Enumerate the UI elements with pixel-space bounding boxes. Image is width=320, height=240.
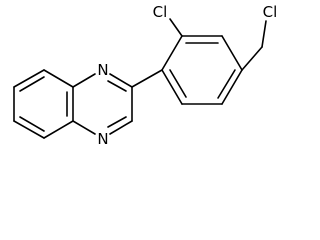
nitrogen-label-lower: N [97,130,108,148]
pyrazine-ring [72,73,133,135]
c-cl-bond-para [241,46,263,71]
dichlorophenyl-ring [161,35,243,105]
double-bond-inner [169,69,187,98]
bond [161,35,183,71]
bond [72,120,96,135]
bond [13,69,45,88]
chlorine-label-para: Cl [263,3,278,21]
bond [161,69,183,105]
bond [43,69,74,88]
bond [221,35,243,71]
c-cl-bond-ortho [169,18,183,37]
structural-formula: N N Cl Cl [13,3,278,148]
biaryl-bond [131,69,163,88]
double-bond-inner [19,76,45,92]
bond [72,73,96,88]
double-bond-inner [107,116,127,128]
double-bond-inner [107,80,127,92]
bond [221,69,243,105]
chlorine-label-ortho: Cl [153,3,168,21]
double-bond-inner [19,116,45,132]
bond [43,120,74,139]
c-cl-bond-para [261,20,267,48]
benzo-ring [13,69,74,139]
bond [109,73,133,88]
bond [13,120,45,139]
nitrogen-label-upper: N [97,61,108,79]
double-bond-inner [217,69,236,99]
bond [109,120,133,135]
